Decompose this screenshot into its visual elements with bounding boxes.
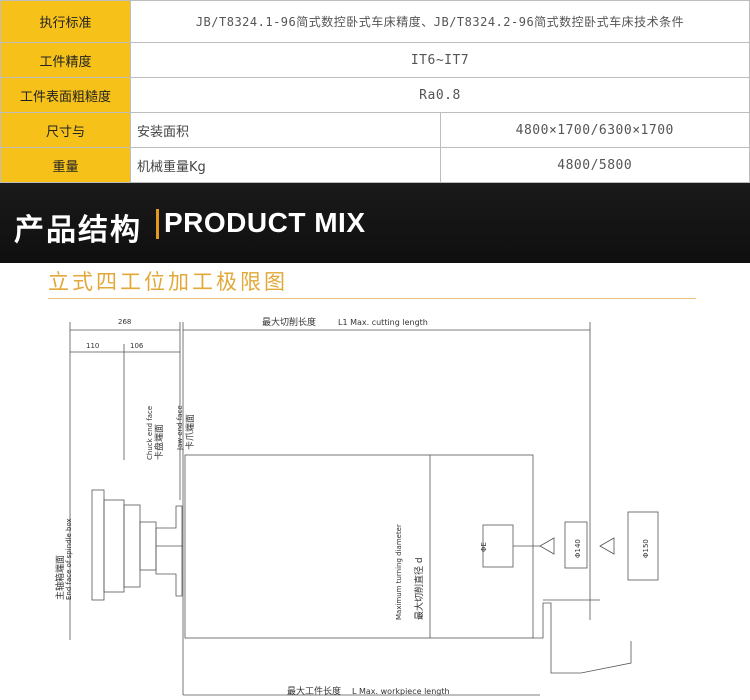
standard-value: JB/T8324.1-96简式数控卧式车床精度、JB/T8324.2-96简式数… bbox=[130, 0, 750, 43]
precision-label: 工件精度 bbox=[0, 42, 131, 78]
phi-140-label: Φ140 bbox=[574, 539, 582, 558]
weight-group-label: 重量 bbox=[0, 147, 131, 183]
area-value: 4800×1700/6300×1700 bbox=[439, 112, 750, 148]
standard-label: 执行标准 bbox=[0, 0, 131, 43]
jaw-label-cn: 卡爪端面 bbox=[184, 414, 196, 450]
max-work-cn: 最大工件长度 bbox=[287, 685, 341, 697]
dim-106: 106 bbox=[130, 342, 144, 350]
chuck-label-cn: 卡盘端面 bbox=[153, 424, 165, 460]
turning-label-en: Maximum turning diameter bbox=[395, 524, 403, 620]
max-cut-en: L1 Max. cutting length bbox=[338, 318, 428, 327]
section-rule bbox=[48, 298, 696, 299]
weight-value: 4800/5800 bbox=[439, 147, 750, 183]
spindle-label-cn: 主轴箱端面 bbox=[54, 555, 66, 600]
area-label: 安装面积 bbox=[130, 112, 441, 148]
phi-150-label: Φ150 bbox=[642, 539, 650, 558]
phi-e-label: ΦE bbox=[480, 542, 488, 552]
banner-title-cn: 产品结构 bbox=[14, 213, 142, 248]
chuck-label-en: Chuck end face bbox=[146, 406, 154, 460]
weight-label: 机械重量Kg bbox=[130, 147, 441, 183]
section-title: 立式四工位加工极限图 bbox=[48, 270, 288, 294]
banner-divider bbox=[156, 209, 159, 239]
machining-limit-drawing: 268 110 106 最大切削长度 L1 Max. cutting lengt… bbox=[54, 316, 659, 697]
max-work-en: L Max. workpiece length bbox=[352, 687, 450, 696]
spec-table: 执行标准 JB/T8324.1-96简式数控卧式车床精度、JB/T8324.2-… bbox=[0, 0, 750, 183]
precision-value: IT6~IT7 bbox=[130, 42, 750, 78]
spec-row-area: 尺寸与 安装面积 4800×1700/6300×1700 bbox=[0, 112, 750, 148]
section-banner: 产品结构 PRODUCT MIX bbox=[0, 183, 750, 263]
jaw-label-en: Jaw end face bbox=[176, 405, 184, 451]
spec-row-standard: 执行标准 JB/T8324.1-96简式数控卧式车床精度、JB/T8324.2-… bbox=[0, 0, 750, 43]
spec-row-weight: 重量 机械重量Kg 4800/5800 bbox=[0, 147, 750, 183]
dim-110: 110 bbox=[86, 342, 99, 350]
spindle-label-en: End face of spindle box bbox=[65, 518, 73, 600]
turning-label-cn: 最大切削直径 d bbox=[413, 557, 425, 620]
dims-label: 尺寸与 bbox=[0, 112, 131, 148]
roughness-value: Ra0.8 bbox=[130, 77, 750, 113]
spec-row-precision: 工件精度 IT6~IT7 bbox=[0, 42, 750, 78]
dim-268: 268 bbox=[118, 318, 131, 326]
banner-title-en: PRODUCT MIX bbox=[164, 207, 366, 238]
roughness-label: 工件表面粗糙度 bbox=[0, 77, 131, 113]
max-cut-cn: 最大切削长度 bbox=[262, 316, 316, 328]
spec-row-roughness: 工件表面粗糙度 Ra0.8 bbox=[0, 77, 750, 113]
